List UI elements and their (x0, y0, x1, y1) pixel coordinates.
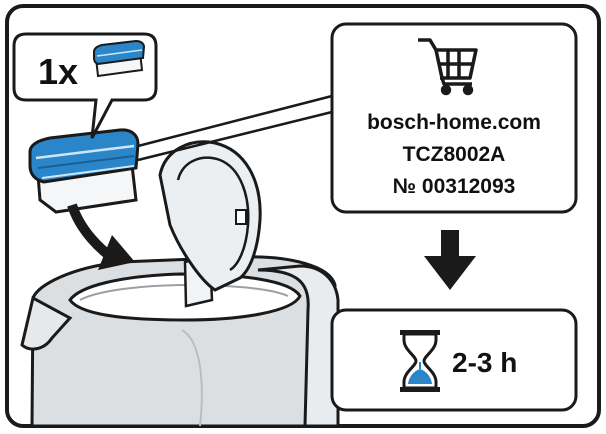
pointer-line-bottom (137, 110, 333, 162)
lid-inner (176, 156, 250, 272)
duration-text: 2-3 h (452, 347, 517, 378)
kettle-shading (181, 329, 203, 427)
lid-hinge (235, 209, 247, 225)
descaler-cartridge (28, 128, 140, 214)
hourglass-icon (400, 330, 440, 392)
kettle-rim (79, 283, 289, 301)
website-text: bosch-home.com (367, 111, 541, 134)
lid-outer (158, 140, 262, 292)
quantity-callout: 1x (12, 32, 158, 139)
down-arrow-icon (424, 230, 476, 290)
duration-box: 2-3 h (330, 308, 578, 412)
quantity-text: 1x (38, 51, 78, 92)
kettle-lid (158, 140, 262, 292)
kettle-handle (257, 264, 340, 428)
product-code-text: TCZ8002A (403, 143, 506, 166)
order-info-box: bosch-home.com TCZ8002A № 00312093 (330, 22, 578, 214)
pointer-line-top (137, 94, 333, 148)
kettle-illustration (20, 253, 340, 428)
insert-arrow (67, 203, 135, 270)
kettle-spout (20, 295, 73, 351)
descaler-cartridge-icon (93, 39, 146, 78)
article-number-text: № 00312093 (393, 175, 516, 198)
shopping-cart-icon (418, 38, 478, 96)
